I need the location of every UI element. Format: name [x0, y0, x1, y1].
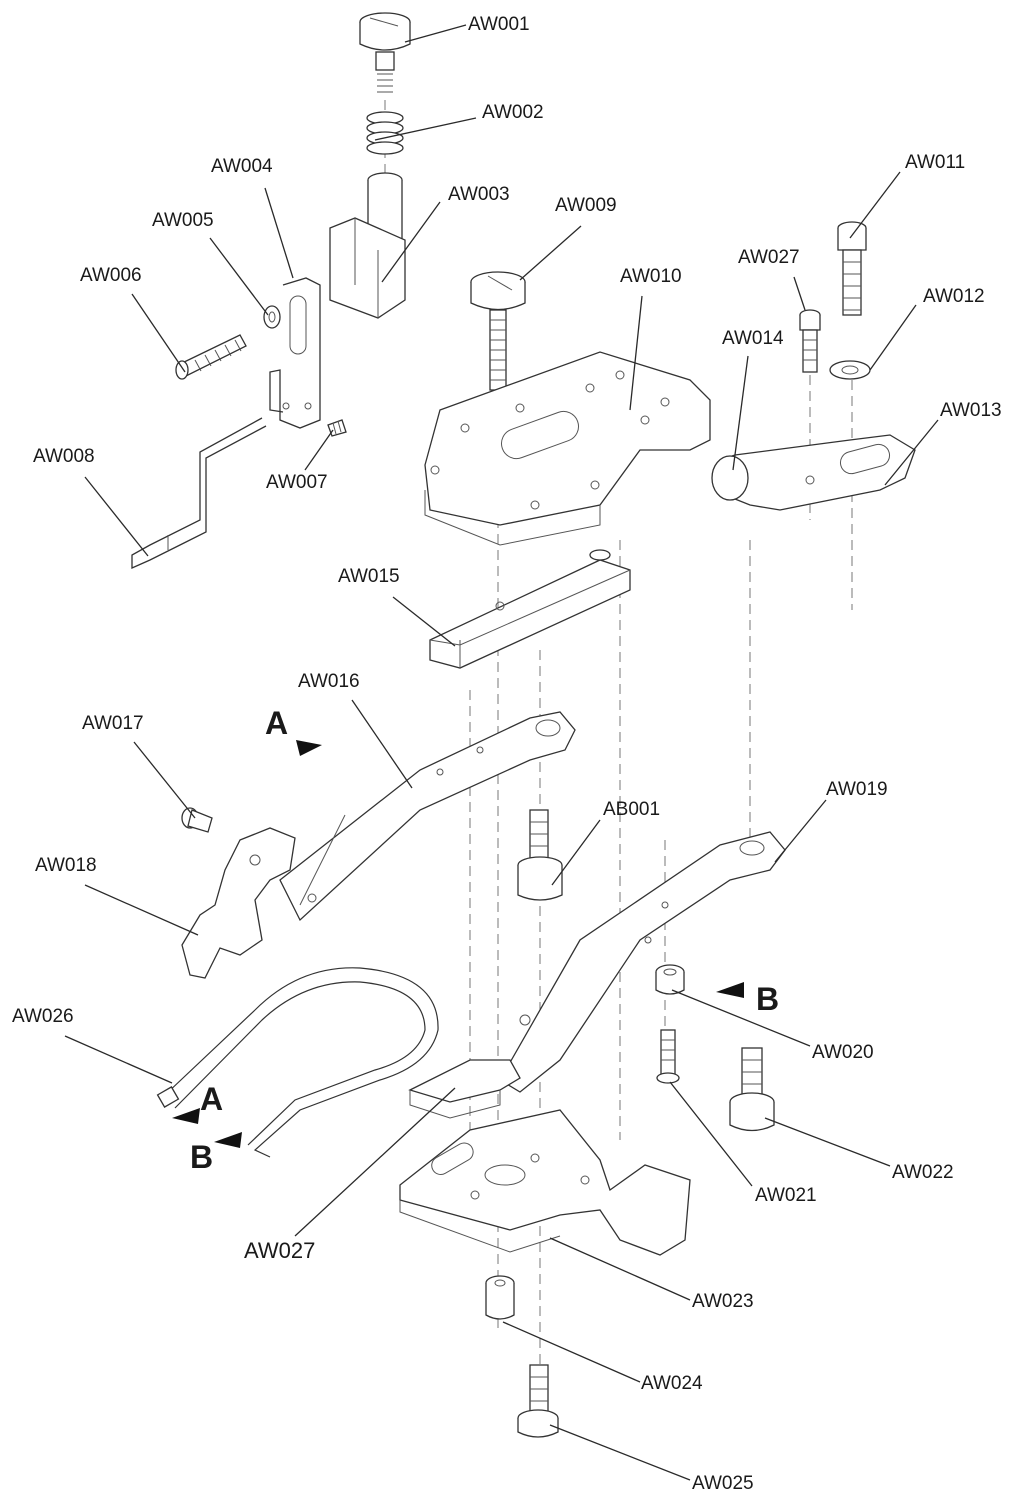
label-aw010: AW010: [620, 266, 682, 287]
aw025-cap-screw-part: [517, 1364, 559, 1438]
section-arrow-b-bottom: [214, 1132, 242, 1148]
label-aw008: AW008: [33, 446, 95, 467]
label-aw020: AW020: [812, 1042, 874, 1063]
label-aw025: AW025: [692, 1473, 754, 1494]
label-aw022: AW022: [892, 1162, 954, 1183]
section-mark-b-right: B: [756, 981, 779, 1017]
aw011-cap-screw-part: [837, 221, 867, 316]
label-aw027-bottom: AW027: [244, 1238, 315, 1263]
label-aw007: AW007: [266, 472, 328, 493]
aw017-set-screw-part: [181, 807, 213, 833]
aw024-spacer-part: [485, 1275, 515, 1320]
aw019-lower-arm-part: [499, 831, 786, 1093]
leader-lines: [64, 24, 939, 1481]
aw015-slide-block-part: [429, 549, 631, 669]
aw027-small-screw-part: [799, 309, 821, 373]
section-mark-a-top: A: [265, 705, 288, 741]
label-aw015: AW015: [338, 566, 400, 587]
aw008-lever-part: [131, 417, 267, 570]
label-aw019: AW019: [826, 779, 888, 800]
label-ab001: AB001: [603, 799, 660, 820]
aw006-bolt-part: [175, 334, 247, 380]
label-aw021: AW021: [755, 1185, 817, 1206]
aw023-base-plate-part: [399, 1109, 691, 1256]
aw013-latch-arm-part: [711, 434, 916, 511]
aw010-top-plate-part: [424, 351, 711, 546]
section-arrow-a-bottom: [172, 1108, 200, 1124]
label-aw004: AW004: [211, 156, 273, 177]
label-aw011: AW011: [905, 152, 965, 173]
aw027-clamp-part: [408, 1059, 521, 1119]
section-arrows: [172, 740, 744, 1148]
label-aw017: AW017: [82, 713, 144, 734]
section-arrow-b-right: [716, 982, 744, 998]
aw020-nut-part: [655, 964, 685, 995]
aw002-spring-part: [366, 111, 404, 155]
aw005-washer-part: [263, 305, 281, 329]
label-aw016: AW016: [298, 671, 360, 692]
aw012-washer-part: [829, 360, 871, 380]
aw009-thumb-screw-part: [470, 271, 526, 391]
part-labels: AW001 AW002 AW003 AW004 AW005 AW006 AW00…: [12, 14, 1002, 1494]
aw004-bracket-part: [269, 277, 321, 429]
section-mark-labels: A B A B: [190, 705, 779, 1175]
label-aw005: AW005: [152, 210, 214, 231]
label-aw012: AW012: [923, 286, 985, 307]
label-aw013: AW013: [940, 400, 1002, 421]
aw026-wire-hook-part: [156, 967, 439, 1158]
label-aw014: AW014: [722, 328, 784, 349]
label-aw023: AW023: [692, 1291, 754, 1312]
label-aw003: AW003: [448, 184, 510, 205]
label-aw002: AW002: [482, 102, 544, 123]
label-aw001: AW001: [468, 14, 530, 35]
aw021-screw-part: [656, 1029, 680, 1084]
label-aw027-top: AW027: [738, 247, 800, 268]
aw018-hook-block-part: [181, 827, 296, 979]
aw022-cap-screw-part: [729, 1047, 775, 1132]
label-aw006: AW006: [80, 265, 142, 286]
label-aw009: AW009: [555, 195, 617, 216]
label-aw018: AW018: [35, 855, 97, 876]
label-aw024: AW024: [641, 1373, 703, 1394]
section-mark-b-bottom: B: [190, 1139, 213, 1175]
aw003-block-part: [329, 172, 406, 319]
aw001-cap-screw-part: [359, 12, 411, 93]
ab001-stud-part: [517, 809, 563, 901]
aw016-arm-part: [279, 711, 576, 922]
section-arrow-a-top: [296, 740, 322, 756]
section-mark-a-bottom: A: [200, 1081, 223, 1117]
label-aw026: AW026: [12, 1006, 74, 1027]
